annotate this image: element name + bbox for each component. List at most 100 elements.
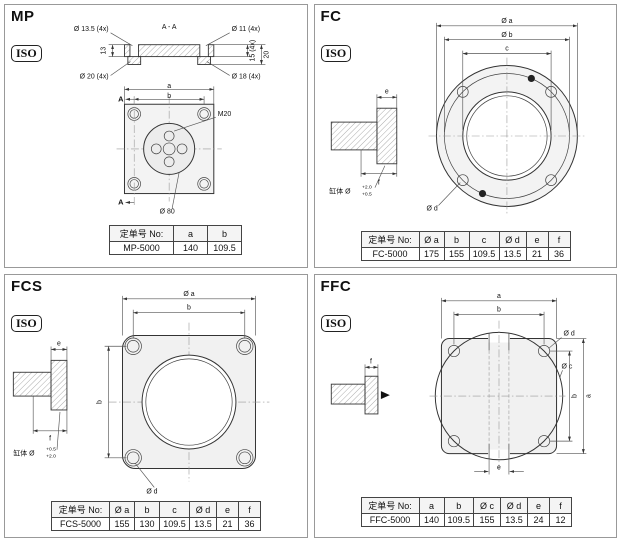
table-cell: 21 <box>525 247 549 261</box>
table-cell: FCS-5000 <box>51 517 110 531</box>
dim-label-a-top: a <box>497 293 501 300</box>
dim-label-15: 15 (4x) <box>249 40 256 62</box>
table-cell: 109.5 <box>468 247 500 261</box>
panel-head-fcs: FCS ISO <box>11 278 43 332</box>
table-cell: 140 <box>173 241 208 255</box>
table-header: a <box>418 497 445 514</box>
table-header: b <box>443 497 475 514</box>
panel-head-ffc: FFC ISO <box>320 278 352 332</box>
mp-table-data-row: MP-5000 140 109.5 <box>109 241 242 255</box>
mp-section-view: A - A Ø 13.5 (4x) Ø 11 (4x) 15 (4x) 20 <box>74 24 270 81</box>
mp-plan-view: a b A A M20 Ø 80 <box>116 83 232 215</box>
table-header: Ø a <box>418 231 445 248</box>
tolerance-upper: +0.5 <box>46 447 56 453</box>
table-header: a <box>173 225 208 242</box>
table-header: b <box>134 501 160 518</box>
table-header: e <box>527 497 551 514</box>
section-arrow-label-bottom: A <box>118 197 124 206</box>
table-header: 定单号 No: <box>51 501 110 518</box>
fcs-table-data-row: FCS-5000 155 130 109.5 13.5 21 36 <box>51 517 261 531</box>
dim-label-d11: Ø 11 (4x) <box>232 26 260 33</box>
mp-drawing: A - A Ø 13.5 (4x) Ø 11 (4x) 15 (4x) 20 <box>74 24 270 216</box>
table-cell: MP-5000 <box>109 241 174 255</box>
table-cell: 12 <box>549 513 573 527</box>
ffc-table: 定单号 No: a b Ø c Ø d e f FFC-5000 140 109… <box>360 497 573 527</box>
ffc-side-view: f <box>330 358 390 415</box>
table-cell: 13.5 <box>189 517 217 531</box>
table-header: Ø c <box>473 497 502 514</box>
table-cell: 13.5 <box>500 513 529 527</box>
dim-label-f: f <box>377 180 379 187</box>
dim-label-b-left: b <box>97 400 104 404</box>
ffc-table-header-row: 定单号 No: a b Ø c Ø d e f <box>360 497 573 514</box>
fc-front-view: Ø a Ø b c Ø d <box>426 18 585 215</box>
panel-title-fc: FC <box>320 8 342 25</box>
table-cell: 13.5 <box>498 247 527 261</box>
dim-label-f: f <box>49 436 51 443</box>
mp-table-header-row: 定单号 No: a b <box>109 225 242 242</box>
table-header: 定单号 No: <box>109 225 174 242</box>
dim-label-e: e <box>497 465 501 472</box>
ffc-drawing: f Ø d Ø <box>330 293 592 475</box>
panel-head-fc: FC ISO <box>320 8 352 62</box>
tolerance-lower: +2.0 <box>46 454 56 460</box>
dim-label-20: 20 <box>263 51 270 59</box>
fcs-drawing: e f 缸体 Ø +0.5 +2.0 <box>12 291 270 495</box>
dim-label-b-top: b <box>187 305 191 312</box>
panel-fcs: FCS ISO e f 缸体 Ø +0.5 +2.0 <box>4 274 308 538</box>
table-cell: 140 <box>418 513 445 527</box>
dim-label-d20: Ø 20 (4x) <box>80 73 109 80</box>
table-cell: 24 <box>527 513 551 527</box>
table-cell: 36 <box>547 247 571 261</box>
ffc-front-view: Ø d Ø c a b b a <box>429 293 592 475</box>
cylinder-bore-label: 缸体 Ø <box>13 449 35 458</box>
table-cell: 155 <box>473 513 502 527</box>
fc-table-header-row: 定单号 No: Ø a b c Ø d e f <box>360 231 571 248</box>
ffc-table-data-row: FFC-5000 140 109.5 155 13.5 24 12 <box>360 513 573 527</box>
dim-label-d80: Ø 80 <box>160 208 175 215</box>
panel-mp: MP ISO A - A Ø 13.5 (4x) Ø 11 (4x) 15 (4… <box>4 4 308 268</box>
table-header: 定单号 No: <box>360 231 420 248</box>
dim-label-d18: Ø 18 (4x) <box>232 73 261 80</box>
dim-label-dia-d: Ø d <box>426 205 437 212</box>
fcs-table-header-row: 定单号 No: Ø a b c Ø d e f <box>51 501 261 518</box>
table-cell: 109.5 <box>207 241 242 255</box>
dim-label-e: e <box>384 88 388 95</box>
dim-label-dia-a: Ø a <box>501 18 512 25</box>
fc-table-data-row: FC-5000 175 155 109.5 13.5 21 36 <box>360 247 571 261</box>
fc-table: 定单号 No: Ø a b c Ø d e f FC-5000 175 155 … <box>360 231 571 261</box>
table-header: Ø d <box>498 231 527 248</box>
table-cell: 109.5 <box>159 517 190 531</box>
pin-dot-icon <box>527 74 535 83</box>
dim-label-e: e <box>57 340 61 347</box>
panel-title-fcs: FCS <box>11 278 43 295</box>
fc-side-view: e f 缸体 Ø +2.0 +0.5 <box>329 88 397 198</box>
table-cell: 109.5 <box>443 513 475 527</box>
cylinder-bore-label: 缸体 Ø <box>329 187 351 196</box>
table-cell: 175 <box>418 247 445 261</box>
dim-label-dia-b: Ø b <box>501 32 512 39</box>
fcs-table: 定单号 No: Ø a b c Ø d e f FCS-5000 155 130… <box>51 501 261 531</box>
dim-label-dia-d: Ø d <box>146 488 157 495</box>
fcs-front-view: Ø a b b Ø d <box>97 291 270 495</box>
table-header: b <box>207 225 242 242</box>
table-header: f <box>549 497 573 514</box>
dim-label-b-top: b <box>497 307 501 314</box>
table-header: e <box>525 231 549 248</box>
section-arrow-label-top: A <box>118 94 124 103</box>
dim-label-d13-5: Ø 13.5 (4x) <box>74 26 109 33</box>
dim-label-a-right: a <box>585 394 592 398</box>
table-cell: 155 <box>109 517 135 531</box>
dim-label-f: f <box>370 358 372 365</box>
fc-drawing: e f 缸体 Ø +2.0 +0.5 <box>329 18 585 215</box>
table-header: c <box>159 501 190 518</box>
table-header: Ø d <box>189 501 217 518</box>
panel-title-mp: MP <box>11 8 35 25</box>
pointer-arrow-icon <box>380 391 390 400</box>
thread-label-m20: M20 <box>218 111 232 118</box>
table-header: e <box>216 501 239 518</box>
table-header: c <box>468 231 500 248</box>
iso-badge-icon: ISO <box>11 45 42 62</box>
fcs-side-view: e f 缸体 Ø +0.5 +2.0 <box>12 340 68 460</box>
